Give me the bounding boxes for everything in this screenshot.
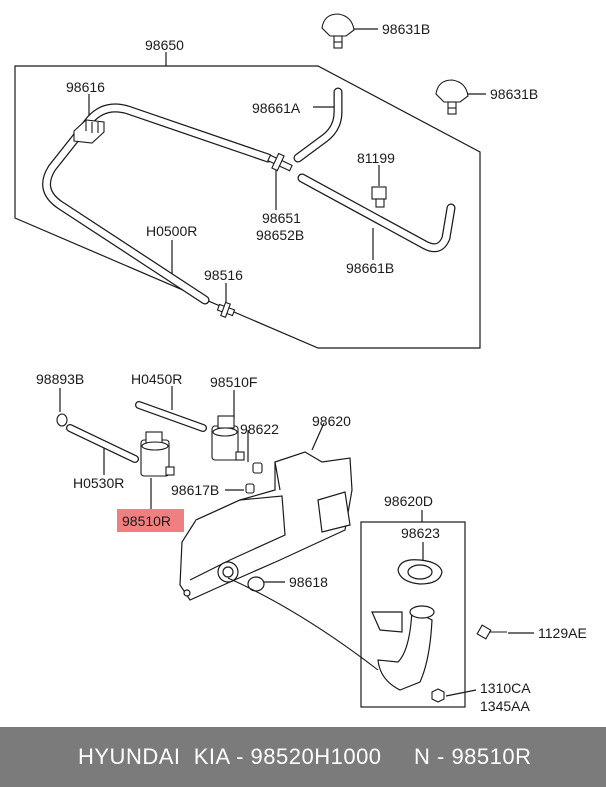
hose-clip-icon bbox=[73, 119, 105, 144]
part-number-footer: HYUNDAI KIA - 98520H1000 N - 98510R bbox=[0, 727, 606, 787]
label-h0450r: H0450R bbox=[131, 371, 182, 387]
footer-diagram-number: N - 98510R bbox=[414, 744, 532, 769]
label-98652b: 98652B bbox=[256, 227, 304, 243]
parts-diagram: 98650 98631B 98631B 98616 98661A 81199 9… bbox=[14, 13, 587, 714]
bracket-clip-icon bbox=[371, 186, 387, 208]
label-h0530r: H0530R bbox=[73, 475, 124, 491]
filler-neck-icon bbox=[371, 605, 435, 691]
filler-cap-icon bbox=[397, 559, 443, 585]
label-98631b-right: 98631B bbox=[490, 86, 538, 102]
label-98510f: 98510F bbox=[210, 374, 257, 390]
label-98618: 98618 bbox=[289, 574, 328, 590]
label-81199: 81199 bbox=[357, 150, 395, 166]
label-98631b-top: 98631B bbox=[382, 21, 430, 37]
label-98661a: 98661A bbox=[252, 100, 301, 116]
sub-assembly-box bbox=[360, 521, 466, 708]
label-98620: 98620 bbox=[312, 413, 351, 429]
label-1129ae: 1129AE bbox=[538, 625, 587, 641]
label-98661b: 98661B bbox=[346, 260, 394, 276]
washer-nozzle-icon bbox=[435, 79, 469, 115]
washer-reservoir bbox=[179, 451, 353, 601]
label-1345aa: 1345AA bbox=[480, 698, 530, 714]
grommet-icon bbox=[252, 462, 263, 474]
washer-nozzle-icon bbox=[321, 13, 355, 49]
bolt-icon bbox=[476, 624, 507, 640]
label-98620d: 98620D bbox=[384, 493, 433, 509]
upper-assembly-frame bbox=[14, 65, 481, 349]
label-98516: 98516 bbox=[204, 267, 243, 283]
footer-oem-number: HYUNDAI KIA - 98520H1000 bbox=[78, 744, 382, 769]
label-98650: 98650 bbox=[145, 37, 184, 53]
hose-connector-icon bbox=[267, 152, 293, 172]
label-98893b: 98893B bbox=[36, 371, 84, 387]
washer-pump-icon bbox=[211, 415, 245, 461]
hose-connector-icon bbox=[216, 301, 236, 318]
label-98617b: 98617B bbox=[171, 482, 219, 498]
label-1310ca: 1310CA bbox=[480, 680, 531, 696]
label-98651: 98651 bbox=[262, 210, 301, 226]
highlight-box bbox=[117, 509, 184, 532]
plug-icon bbox=[245, 483, 255, 494]
washer-pump-icon bbox=[140, 431, 175, 477]
nut-icon bbox=[431, 688, 445, 703]
label-h0500r: H0500R bbox=[146, 223, 197, 239]
label-98510r-highlighted: 98510R bbox=[122, 513, 171, 529]
label-98623: 98623 bbox=[401, 525, 440, 541]
label-98622: 98622 bbox=[240, 421, 279, 437]
o-ring-icon bbox=[56, 413, 68, 427]
label-98616: 98616 bbox=[66, 79, 105, 95]
